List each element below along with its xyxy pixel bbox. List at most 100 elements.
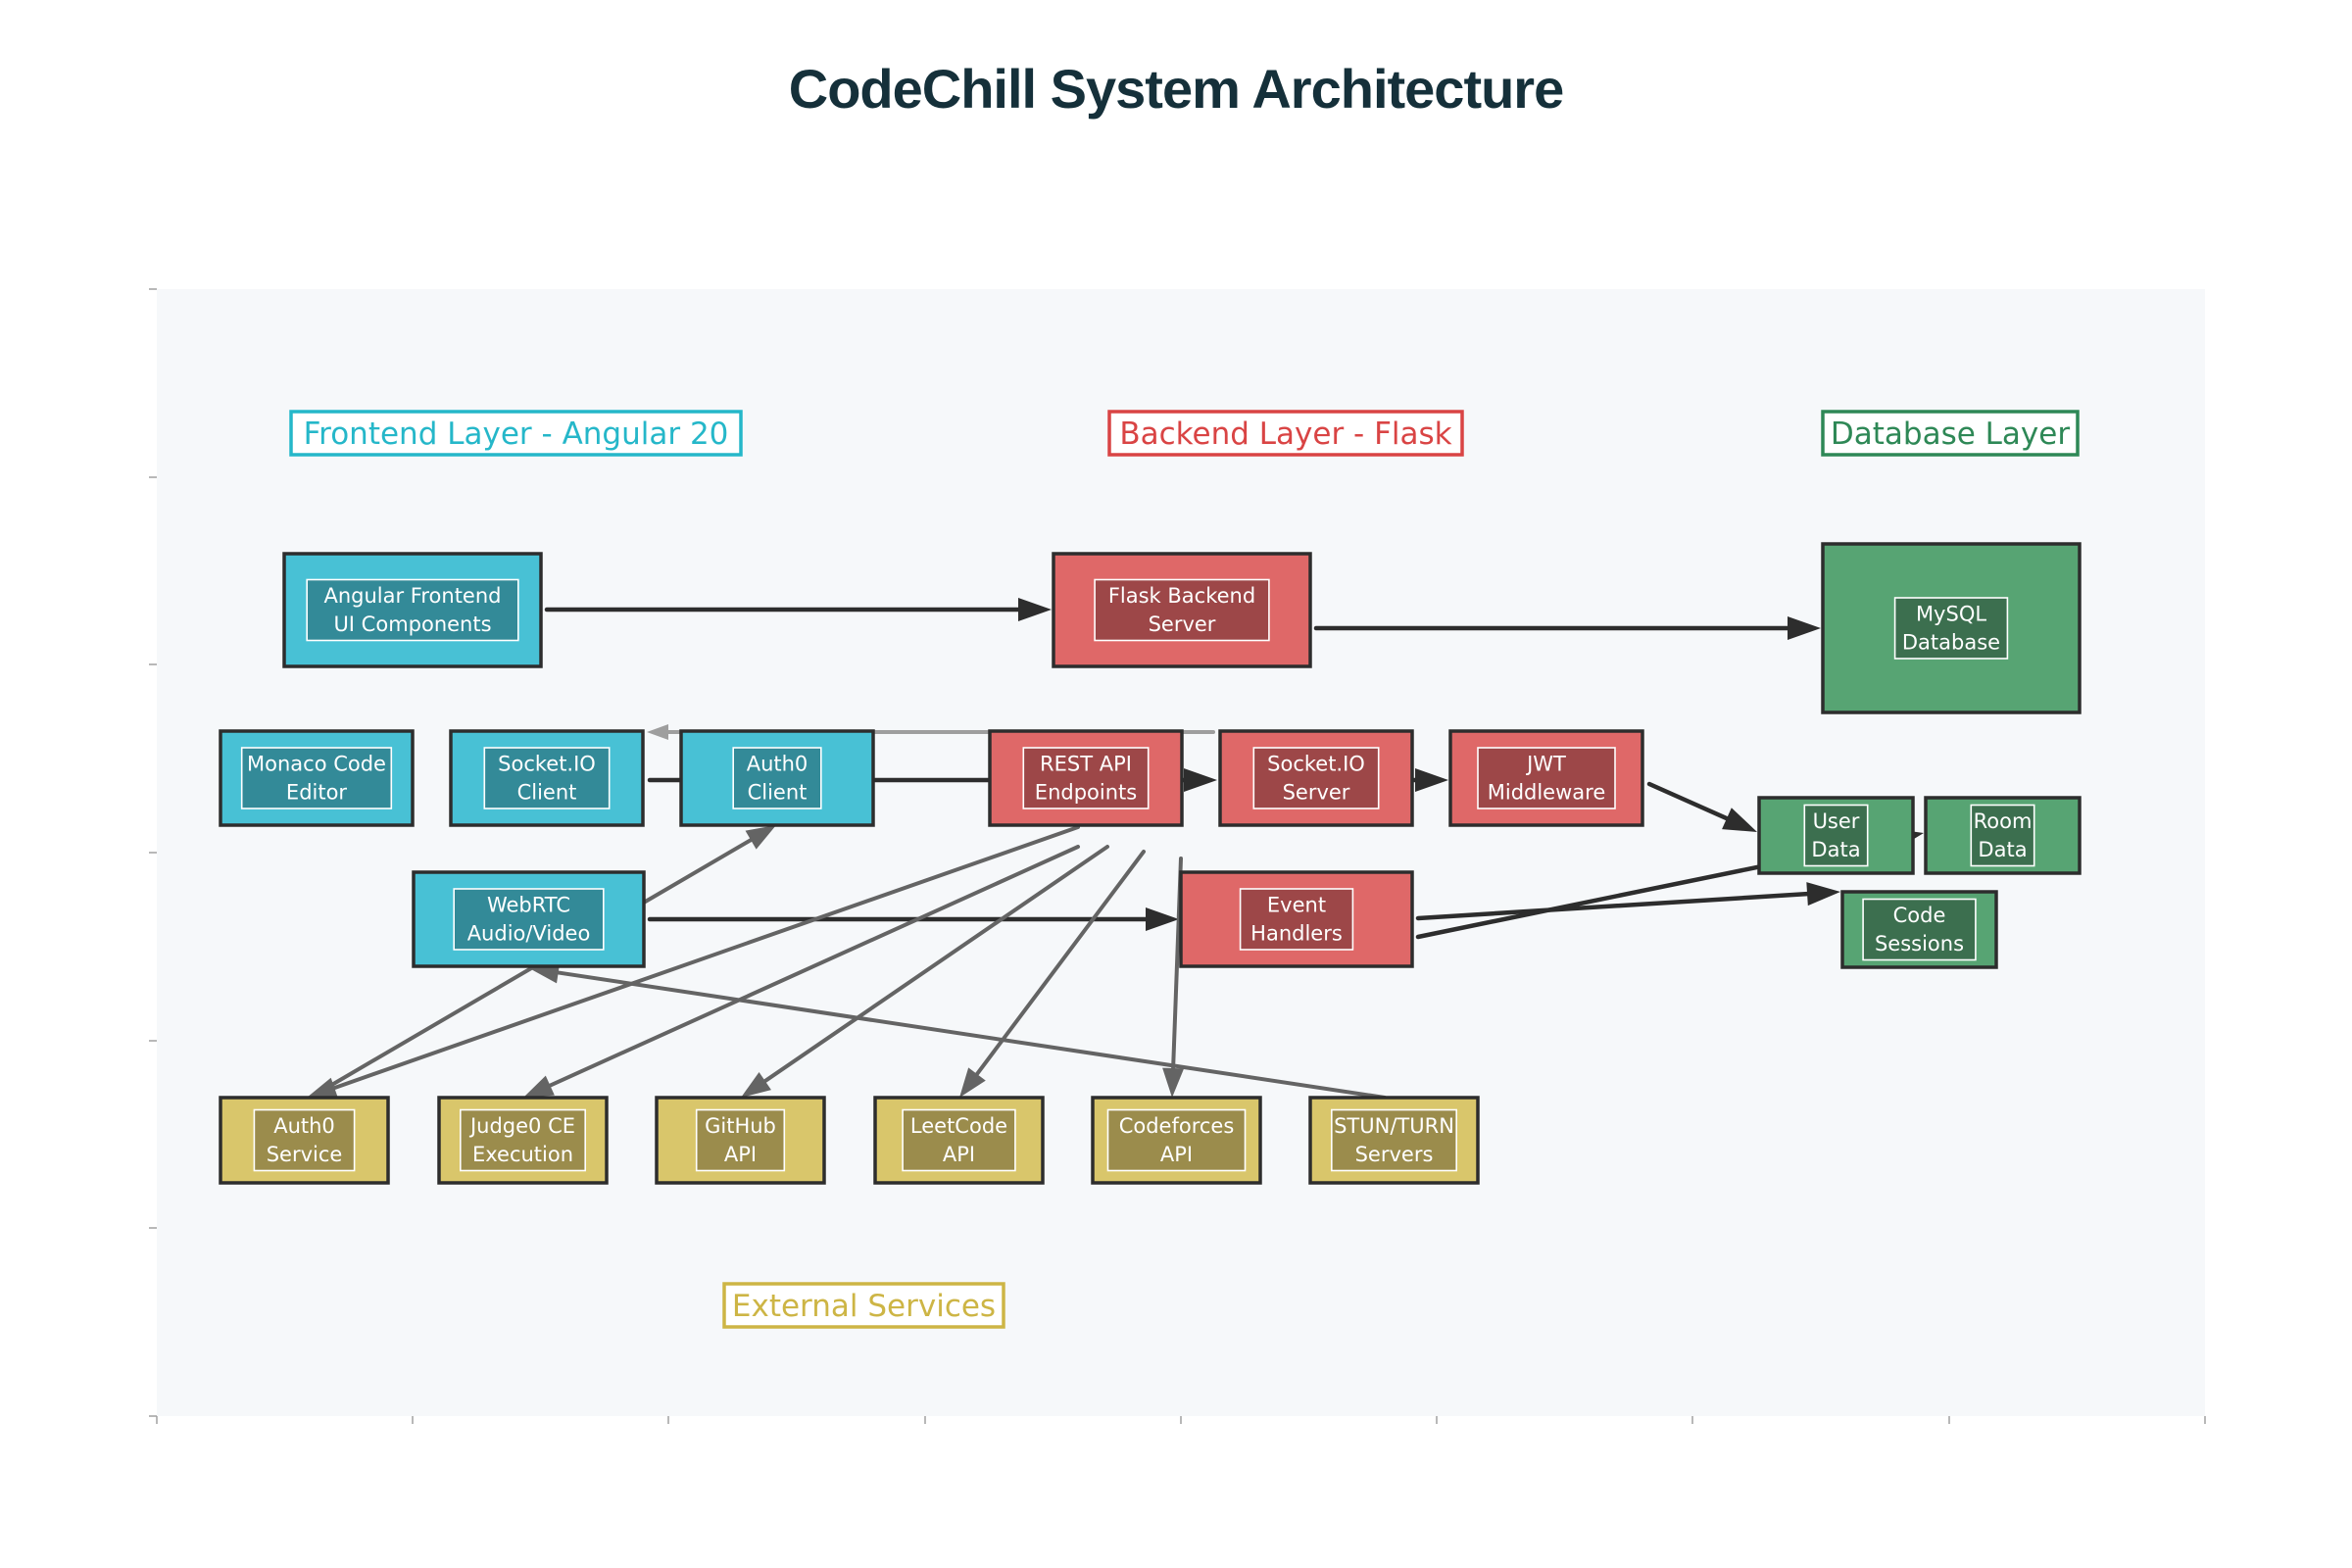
node-label-box	[1106, 1108, 1247, 1172]
node-label-line: Data	[1978, 838, 2027, 861]
node-label-line: Event	[1267, 894, 1326, 917]
node-label-line: Auth0	[747, 753, 808, 776]
layer-label-text: Backend Layer - Flask	[1119, 416, 1451, 452]
layer-labels: Frontend Layer - Angular 20 Backend Layer…	[289, 410, 2080, 1329]
node-label-line: MySQL	[1916, 603, 1986, 626]
edge-event_handlers-to-code_sessions	[1415, 882, 1840, 921]
layer-label-text: External Services	[732, 1289, 996, 1324]
node-label-box	[1477, 747, 1616, 809]
node-label-box	[1022, 747, 1150, 809]
arrowhead-icon	[1415, 768, 1448, 792]
node-label-line: GitHub	[705, 1114, 776, 1138]
node-label-box	[1239, 888, 1354, 951]
node-label-box	[253, 1108, 356, 1172]
arrowhead-icon	[741, 1071, 771, 1098]
node-label-box	[240, 747, 393, 809]
node-socketio-client[interactable]: Socket.IO Client	[449, 729, 645, 827]
node-label-line: REST API	[1040, 753, 1132, 776]
node-label-line: Flask Backend	[1108, 584, 1255, 608]
arrowhead-icon	[523, 1075, 555, 1098]
node-label-line: Auth0	[273, 1114, 335, 1138]
node-label-line: Server	[1283, 781, 1350, 805]
layer-label-frontend: Frontend Layer - Angular 20	[289, 410, 743, 457]
node-label-line: Angular Frontend	[323, 584, 501, 608]
node-label-line: Code	[1893, 904, 1946, 927]
edge-line	[330, 825, 1080, 1091]
edge-line	[1415, 891, 1812, 921]
node-label-box	[483, 747, 611, 809]
layer-label-text: Database Layer	[1831, 416, 2070, 452]
node-label-line: Socket.IO	[498, 753, 596, 776]
layer-label-box	[289, 410, 743, 457]
edge-rest_api-to-judge0	[523, 845, 1080, 1098]
node-label-box	[1803, 804, 1869, 867]
edge-angular-to-flask	[544, 598, 1052, 621]
node-label-line: Handlers	[1250, 922, 1343, 946]
node-judge0[interactable]: Judge0 CE Execution	[437, 1096, 609, 1185]
node-label-line: Audio/Video	[467, 922, 591, 946]
node-label-box	[1893, 597, 2009, 660]
node-label-line: Judge0 CE	[468, 1114, 575, 1138]
layer-label-box	[1821, 410, 2080, 457]
node-label-line: Middleware	[1488, 781, 1606, 805]
node-label-box	[695, 1108, 786, 1172]
layer-label-database: Database Layer	[1821, 410, 2080, 457]
node-label-line: Room	[1974, 809, 2033, 833]
arrowhead-icon	[745, 825, 776, 850]
node-label-line: Client	[517, 781, 577, 805]
arrowhead-icon	[959, 1067, 986, 1098]
node-label-box	[1970, 804, 2035, 867]
node-label-line: API	[943, 1143, 975, 1166]
node-label-line: LeetCode	[910, 1114, 1007, 1138]
node-label-line: API	[724, 1143, 757, 1166]
node-label-line: Service	[267, 1143, 343, 1166]
layer-label-backend: Backend Layer - Flask	[1107, 410, 1464, 457]
arrowhead-icon	[1184, 768, 1217, 792]
arrowhead-icon	[1018, 598, 1052, 621]
node-socketio-server[interactable]: Socket.IO Server	[1218, 729, 1414, 827]
layer-label-box	[1107, 410, 1464, 457]
node-label-line: API	[1160, 1143, 1193, 1166]
node-webrtc[interactable]: WebRTC Audio/Video	[412, 870, 646, 968]
arrowhead-icon	[307, 1077, 338, 1099]
node-mysql[interactable]: MySQL Database	[1821, 542, 2082, 714]
axis-ticks	[149, 288, 2206, 1424]
node-label-line: User	[1813, 809, 1860, 833]
layer-label-text: Frontend Layer - Angular 20	[304, 416, 729, 452]
node-label-line: Servers	[1355, 1143, 1434, 1166]
node-label-line: Execution	[472, 1143, 573, 1166]
node-label-box	[459, 1108, 586, 1172]
node-label-line: Database	[1902, 631, 2000, 655]
node-angular[interactable]: Angular Frontend UI Components	[282, 552, 543, 668]
layer-label-box	[722, 1282, 1005, 1329]
node-label-line: Editor	[286, 781, 348, 805]
node-stun-turn[interactable]: STUN/TURN Servers	[1308, 1096, 1480, 1185]
node-label-box	[1252, 747, 1380, 809]
arrowhead-icon	[1146, 907, 1179, 931]
edge-jwt-to-user_data	[1646, 781, 1757, 832]
edge-webrtc-to-event_handlers	[647, 907, 1179, 931]
edge-line	[546, 845, 1080, 1089]
node-label-line: Socket.IO	[1267, 753, 1365, 776]
node-label-line: WebRTC	[487, 894, 570, 917]
edge-socketio_server-to-jwt	[1411, 768, 1448, 792]
node-label-box	[306, 578, 519, 642]
node-label-line: Sessions	[1875, 932, 1964, 956]
node-label-line: UI Components	[333, 612, 491, 636]
node-label-line: STUN/TURN	[1334, 1114, 1454, 1138]
